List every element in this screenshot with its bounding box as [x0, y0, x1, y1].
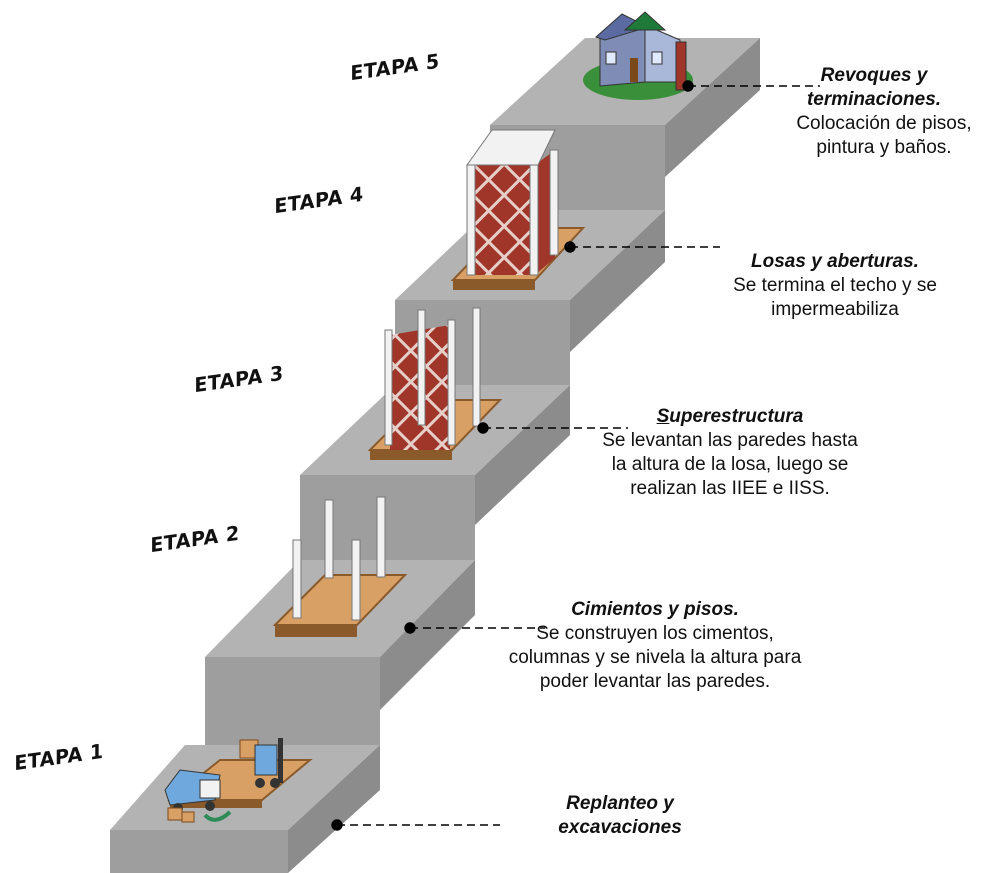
- stage-4-title: Losas y aberturas.: [751, 251, 919, 272]
- step-1-side: [288, 745, 380, 873]
- truck-icon: [164, 769, 232, 822]
- stage-3-body-line-3: realizan las IIEE e IISS.: [630, 478, 830, 499]
- stage-5-body-line-2: pintura y baños.: [816, 137, 952, 158]
- step-4-side: [570, 210, 665, 352]
- stage-3-title-first-letter: S: [656, 406, 670, 427]
- stage-3-body-line-2: la altura de la losa, luego se: [611, 454, 849, 475]
- stage-3-title: Superestructura: [560, 405, 900, 429]
- leader-lines: [331, 80, 820, 831]
- stage-4-body-line-2: impermeabiliza: [771, 299, 899, 320]
- stage-4-scene: [450, 129, 586, 290]
- stage-5-title-line-2: terminaciones.: [806, 89, 942, 110]
- stage-3-scene: [367, 307, 503, 460]
- stage-1-callout: Replanteo y excavaciones: [520, 792, 720, 840]
- stage-4-callout: Losas y aberturas. Se termina el techo y…: [685, 250, 985, 322]
- stage-2-scene: [272, 496, 408, 637]
- riser-2: [300, 475, 475, 560]
- box-icon: [167, 739, 259, 823]
- house-icon: [583, 11, 693, 100]
- column-icon: [292, 496, 386, 621]
- stage-5-body-line-1: Colocación de pisos,: [796, 113, 972, 134]
- stage-2-body-line-2: columnas y se nivela la altura para: [508, 647, 802, 668]
- riser-1: [205, 657, 380, 745]
- stage-4-body-line-1: Se termina el techo y se: [733, 275, 937, 296]
- step-2-side: [380, 560, 475, 710]
- stage-2-title: Cimientos y pisos.: [571, 599, 739, 620]
- step-1-front: [110, 830, 288, 873]
- step-5-side: [665, 38, 760, 177]
- stage-2-body-line-1: Se construyen los cimentos,: [536, 623, 774, 644]
- stage-1-scene: [164, 738, 313, 823]
- stage-3-body-line-1: Se levantan las paredes hasta: [602, 430, 858, 451]
- step-3-side: [475, 385, 570, 525]
- stage-2-callout: Cimientos y pisos. Se construyen los cim…: [455, 598, 855, 694]
- stage-3-title-rest: uperestructura: [669, 406, 804, 427]
- forklift-icon: [254, 738, 283, 788]
- stage-5-callout: Revoques y terminaciones. Colocación de …: [760, 64, 988, 160]
- stage-5-title-line-1: Revoques y: [820, 65, 928, 86]
- stage-1-title-line-2: excavaciones: [558, 817, 682, 838]
- stage-3-callout: Superestructura Se levantan las paredes …: [560, 405, 900, 501]
- stage-1-title-line-1: Replanteo y: [566, 793, 674, 814]
- stage-2-body-line-3: poder levantar las paredes.: [539, 671, 771, 692]
